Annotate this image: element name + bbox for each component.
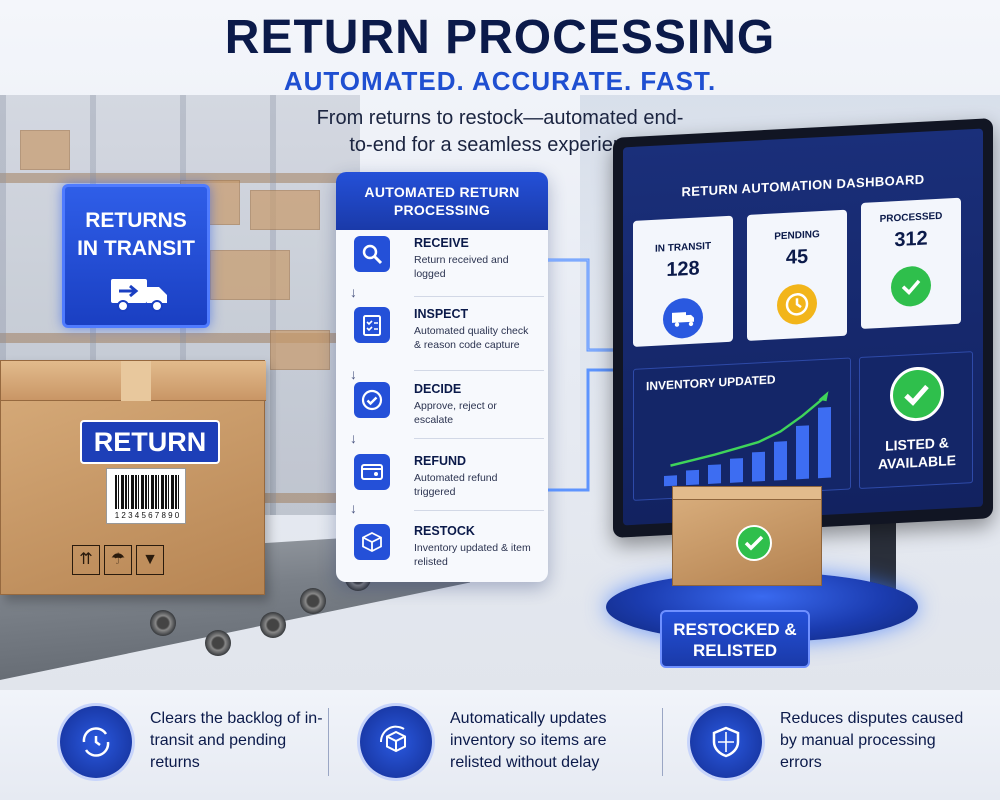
benefit-text: Clears the backlog of in-transit and pen… <box>150 710 323 771</box>
subtitle: From returns to restock—automated end-to… <box>316 107 684 156</box>
transit-sign-line1: RETURNS <box>85 209 187 232</box>
inventory-trend-line <box>670 396 826 467</box>
down-arrow-icon: ↓ <box>350 430 357 446</box>
metric-label: IN TRANSIT <box>654 240 712 255</box>
fragile-glass-icon: ▼ <box>136 545 164 575</box>
check-icon <box>891 265 931 308</box>
metric-processed: PROCESSED 312 <box>861 197 961 329</box>
process-card-title-line1: AUTOMATED RETURN <box>364 184 520 200</box>
process-card: AUTOMATED RETURN PROCESSING RECEIVE Retu… <box>336 172 548 582</box>
restocked-line1: RESTOCKED & <box>673 620 797 639</box>
dashboard-screen: RETURN AUTOMATION DASHBOARD IN TRANSIT 1… <box>623 128 983 526</box>
step-title: DECIDE <box>414 382 462 396</box>
return-label: RETURN <box>80 420 220 464</box>
metric-value: 312 <box>894 227 928 252</box>
benefit-text: Reduces disputes caused by manual proces… <box>780 710 964 771</box>
truck-icon <box>663 297 703 340</box>
inventory-bar <box>686 469 699 486</box>
conveyor-roller <box>205 630 231 656</box>
inventory-chart <box>664 391 831 487</box>
step-title: REFUND <box>414 454 467 468</box>
listed-panel: LISTED & AVAILABLE <box>859 351 974 490</box>
down-arrow-icon: ↓ <box>350 366 357 382</box>
metric-pending: PENDING 45 <box>747 209 847 341</box>
step-desc: Approve, reject or escalate <box>414 400 497 426</box>
trend-arrow-icon <box>818 391 829 402</box>
transit-sign-line2: IN TRANSIT <box>77 237 195 260</box>
metric-value: 45 <box>785 245 809 269</box>
barcode-number: 1 2 3 4 5 6 7 8 9 0 <box>114 511 180 520</box>
step-desc: Inventory updated & item relisted <box>414 542 531 568</box>
dashboard-monitor: RETURN AUTOMATION DASHBOARD IN TRANSIT 1… <box>613 118 993 538</box>
step-divider <box>414 370 544 371</box>
step-desc: Automated quality check & reason code ca… <box>414 325 529 351</box>
checklist-icon <box>354 307 390 343</box>
this-side-up-icon: ⇈ <box>72 545 100 575</box>
metric-in-transit: IN TRANSIT 128 <box>633 215 733 347</box>
process-card-title-line2: PROCESSING <box>393 202 491 218</box>
footer-divider <box>328 708 329 776</box>
truck-arrow-icon <box>111 279 167 312</box>
step-title: RESTOCK <box>414 524 475 538</box>
restocked-box-top <box>672 486 822 500</box>
conveyor-roller <box>150 610 176 636</box>
benefit-inventory: Automatically updates inventory so items… <box>360 704 650 784</box>
barcode: 1 2 3 4 5 6 7 8 9 0 <box>106 468 186 524</box>
step-desc: Automated refund triggered <box>414 472 498 498</box>
inventory-bar <box>708 464 721 484</box>
check-icon <box>890 365 944 423</box>
footer-divider <box>662 708 663 776</box>
tagline: AUTOMATED. ACCURATE. FAST. <box>283 66 717 96</box>
inventory-bar <box>752 451 765 482</box>
inventory-panel: INVENTORY UPDATED <box>633 357 851 501</box>
step-divider <box>414 510 544 511</box>
returns-in-transit-sign: RETURNS IN TRANSIT <box>62 184 210 328</box>
inventory-bar <box>818 407 831 479</box>
barcode-bars <box>115 475 179 509</box>
box-tape <box>121 361 151 401</box>
down-arrow-icon: ↓ <box>350 500 357 516</box>
restocked-relisted-badge: RESTOCKED & RELISTED <box>660 610 810 668</box>
box-cycle-icon <box>360 706 432 778</box>
step-desc: Return received and logged <box>414 254 509 280</box>
keep-dry-icon: ☂ <box>104 545 132 575</box>
step-title: RECEIVE <box>414 236 469 250</box>
step-divider <box>414 296 544 297</box>
magnifier-icon <box>354 236 390 272</box>
background-boxes <box>10 120 350 450</box>
card-icon <box>354 454 390 490</box>
down-arrow-icon: ↓ <box>350 284 357 300</box>
conveyor-roller <box>300 588 326 614</box>
package-icon <box>354 524 390 560</box>
clock-cycle-icon <box>60 706 132 778</box>
benefits-footer <box>0 690 1000 800</box>
clock-icon <box>777 283 817 326</box>
metric-value: 128 <box>666 257 700 282</box>
step-title: INSPECT <box>414 307 469 321</box>
inventory-bar <box>774 441 787 481</box>
listed-text: LISTED & AVAILABLE <box>860 432 974 474</box>
metric-label: PENDING <box>774 229 820 243</box>
dashboard-title: RETURN AUTOMATION DASHBOARD <box>681 171 925 200</box>
shield-icon <box>690 706 762 778</box>
metric-label: PROCESSED <box>879 210 943 225</box>
benefit-text: Automatically updates inventory so items… <box>450 710 607 771</box>
step-divider <box>414 438 544 439</box>
inventory-bar <box>664 475 677 487</box>
page-title: RETURN PROCESSING <box>224 11 776 64</box>
process-card-header: AUTOMATED RETURN PROCESSING <box>336 172 548 230</box>
inventory-bar <box>796 425 809 480</box>
restocked-line2: RELISTED <box>692 641 778 660</box>
check-icon <box>736 525 772 561</box>
inventory-bar <box>730 458 743 483</box>
conveyor-roller <box>260 612 286 638</box>
benefit-backlog: Clears the backlog of in-transit and pen… <box>60 704 330 784</box>
box-handling-symbols: ⇈ ☂ ▼ <box>72 545 168 579</box>
benefit-disputes: Reduces disputes caused by manual proces… <box>690 704 980 784</box>
check-circle-icon <box>354 382 390 418</box>
